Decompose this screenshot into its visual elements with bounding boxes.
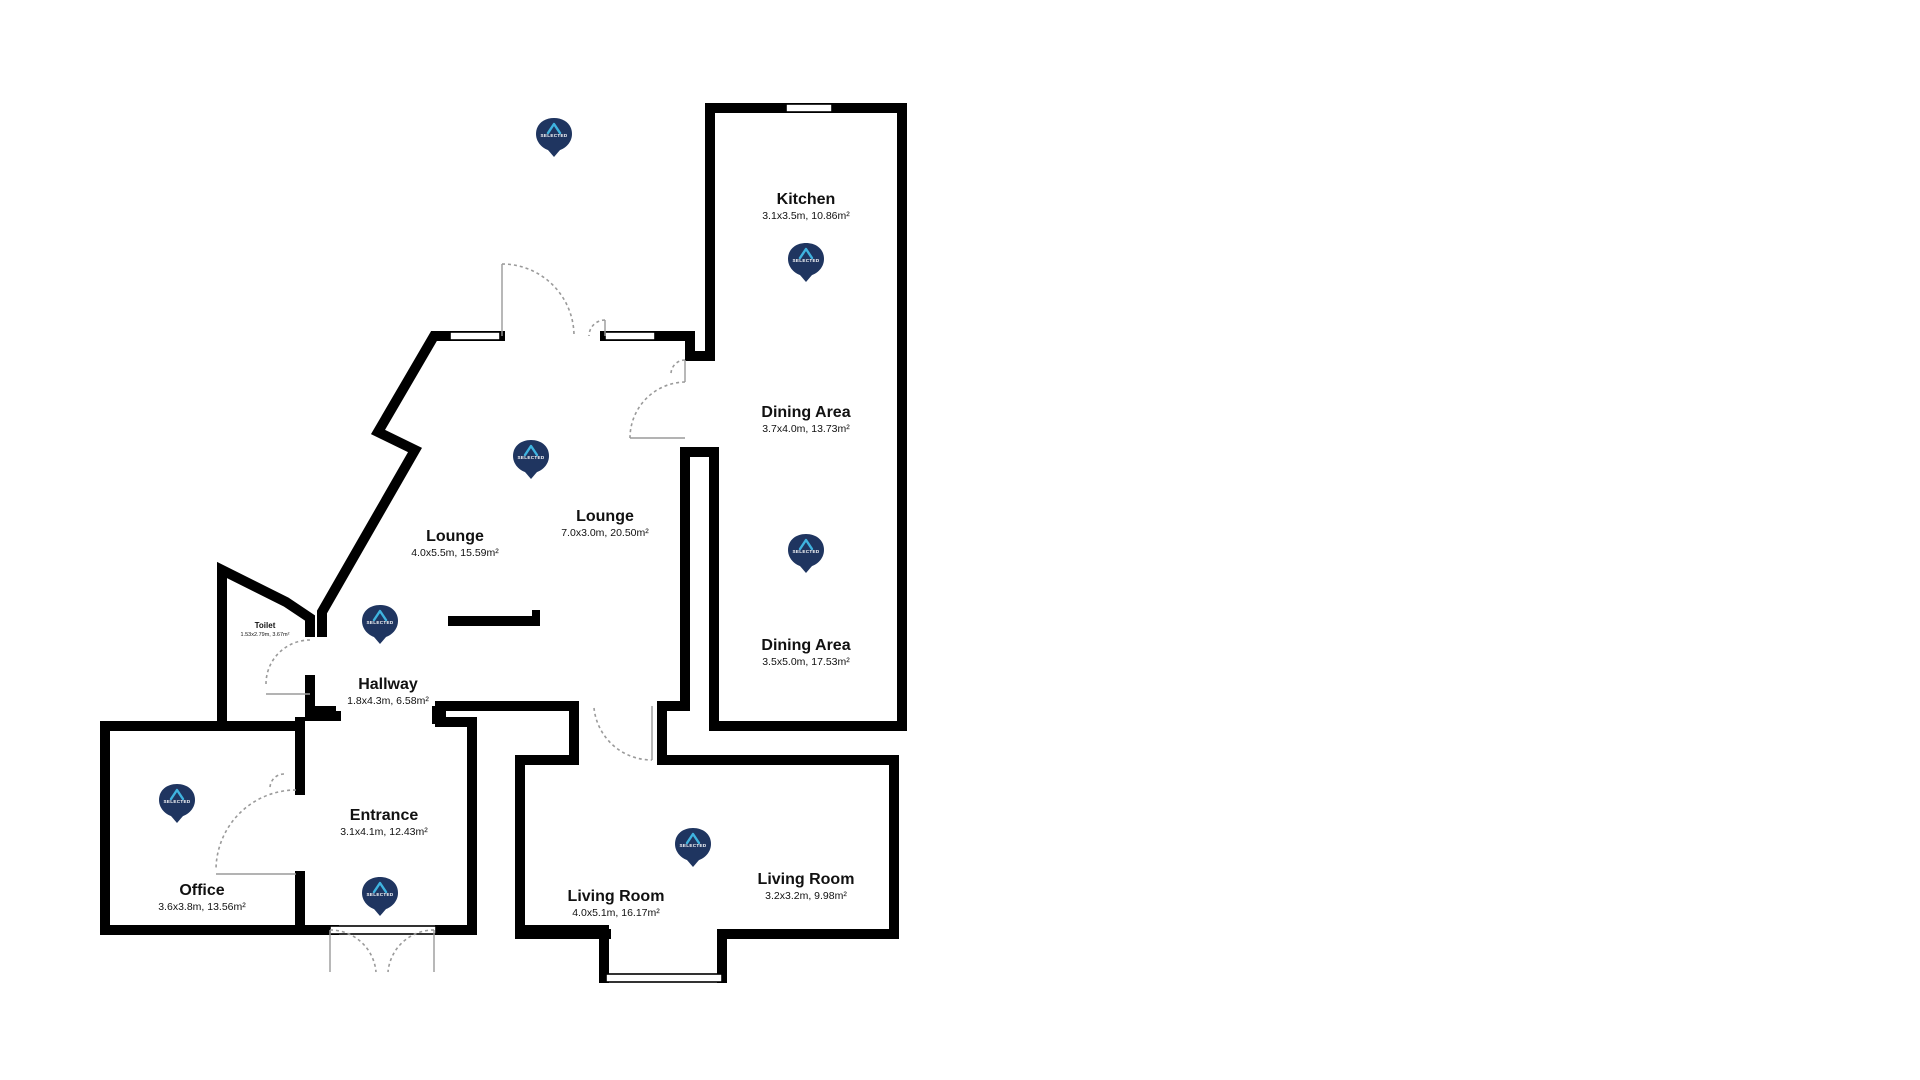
walls: [100, 103, 907, 983]
room-dims-living-room-1: 4.0x5.1m, 16.17m²: [572, 907, 660, 919]
entrance-left-wall-2: [295, 871, 339, 935]
map-pin-icon[interactable]: SELECTED: [534, 116, 574, 159]
dining-door-arc-small: [670, 359, 686, 375]
lounge-window-left: [449, 331, 501, 341]
map-pin-icon[interactable]: SELECTED: [786, 532, 826, 575]
marker-label: SELECTED: [367, 620, 394, 625]
marker-label: SELECTED: [793, 549, 820, 554]
marker-label: SELECTED: [367, 892, 394, 897]
map-pin-icon[interactable]: SELECTED: [360, 603, 400, 646]
room-dims-dining-area-2: 3.5x5.0m, 17.53m²: [762, 656, 850, 668]
room-name-dining-area-1: Dining Area: [761, 404, 850, 421]
dining-door-arc: [629, 381, 686, 439]
room-dims-dining-area-1: 3.7x4.0m, 13.73m²: [762, 423, 850, 435]
room-dims-living-room-2: 3.2x3.2m, 9.98m²: [765, 890, 847, 902]
toilet-wall: [217, 561, 315, 725]
lounge-window-right: [604, 331, 656, 341]
map-pin-icon[interactable]: SELECTED: [511, 438, 551, 481]
living-door-arc: [593, 707, 653, 761]
kitchen-window: [785, 103, 833, 113]
entrance-door-arc-right: [387, 929, 435, 973]
windows: [329, 103, 833, 983]
lounge-door-arc-right: [588, 319, 606, 337]
marker-label: SELECTED: [164, 799, 191, 804]
lounge-stub-end: [532, 610, 540, 626]
room-name-lounge-2: Lounge: [576, 508, 634, 525]
living-door-gap: [605, 973, 723, 983]
lounge-door-arc-left: [501, 263, 575, 337]
room-dims-lounge-1: 4.0x5.5m, 15.59m²: [411, 547, 499, 559]
lounge-wall-right: [657, 447, 690, 765]
room-name-entrance: Entrance: [350, 807, 419, 824]
room-dims-office: 3.6x3.8m, 13.56m²: [158, 901, 246, 913]
room-dims-toilet: 1.53x2.79m, 3.67m²: [241, 632, 290, 638]
map-pin-icon[interactable]: SELECTED: [157, 782, 197, 825]
lounge-wall-left: [317, 331, 505, 637]
entrance-wall: [435, 701, 477, 935]
marker-label: SELECTED: [793, 258, 820, 263]
room-labels: Kitchen 3.1x3.5m, 10.86m² Dining Area 3.…: [158, 191, 854, 919]
marker-label: SELECTED: [518, 455, 545, 460]
room-name-dining-area-2: Dining Area: [761, 637, 850, 654]
room-name-lounge-1: Lounge: [426, 528, 484, 545]
office-wall: [100, 721, 305, 935]
map-pin-icon[interactable]: SELECTED: [360, 875, 400, 918]
office-door-arc-small: [269, 773, 285, 789]
kitchen-dining-wall: [680, 103, 907, 731]
room-name-office: Office: [179, 882, 224, 899]
room-name-living-room-2: Living Room: [758, 871, 855, 888]
room-name-toilet: Toilet: [255, 621, 276, 630]
living-room-wall: [657, 755, 899, 983]
room-dims-kitchen: 3.1x3.5m, 10.86m²: [762, 210, 850, 222]
room-name-kitchen: Kitchen: [777, 191, 836, 208]
lounge-stub: [448, 616, 538, 626]
map-pin-icon[interactable]: SELECTED: [673, 826, 713, 869]
room-name-hallway: Hallway: [358, 676, 418, 693]
room-dims-hallway: 1.8x4.3m, 6.58m²: [347, 695, 429, 707]
map-pin-icon[interactable]: SELECTED: [786, 241, 826, 284]
room-dims-lounge-2: 7.0x3.0m, 20.50m²: [561, 527, 649, 539]
office-door-arc: [215, 789, 297, 871]
hallway-post: [312, 706, 336, 720]
entrance-door-arc-left: [329, 929, 377, 973]
marker-label: SELECTED: [680, 843, 707, 848]
room-dims-entrance: 3.1x4.1m, 12.43m²: [340, 826, 428, 838]
room-name-living-room-1: Living Room: [568, 888, 665, 905]
doors: [215, 263, 686, 973]
toilet-door-arc: [265, 639, 311, 685]
marker-label: SELECTED: [541, 133, 568, 138]
map-markers: SELECTED SELECTED SELECTED SELECTED SELE…: [157, 116, 826, 918]
hallway-post-2: [432, 706, 446, 724]
